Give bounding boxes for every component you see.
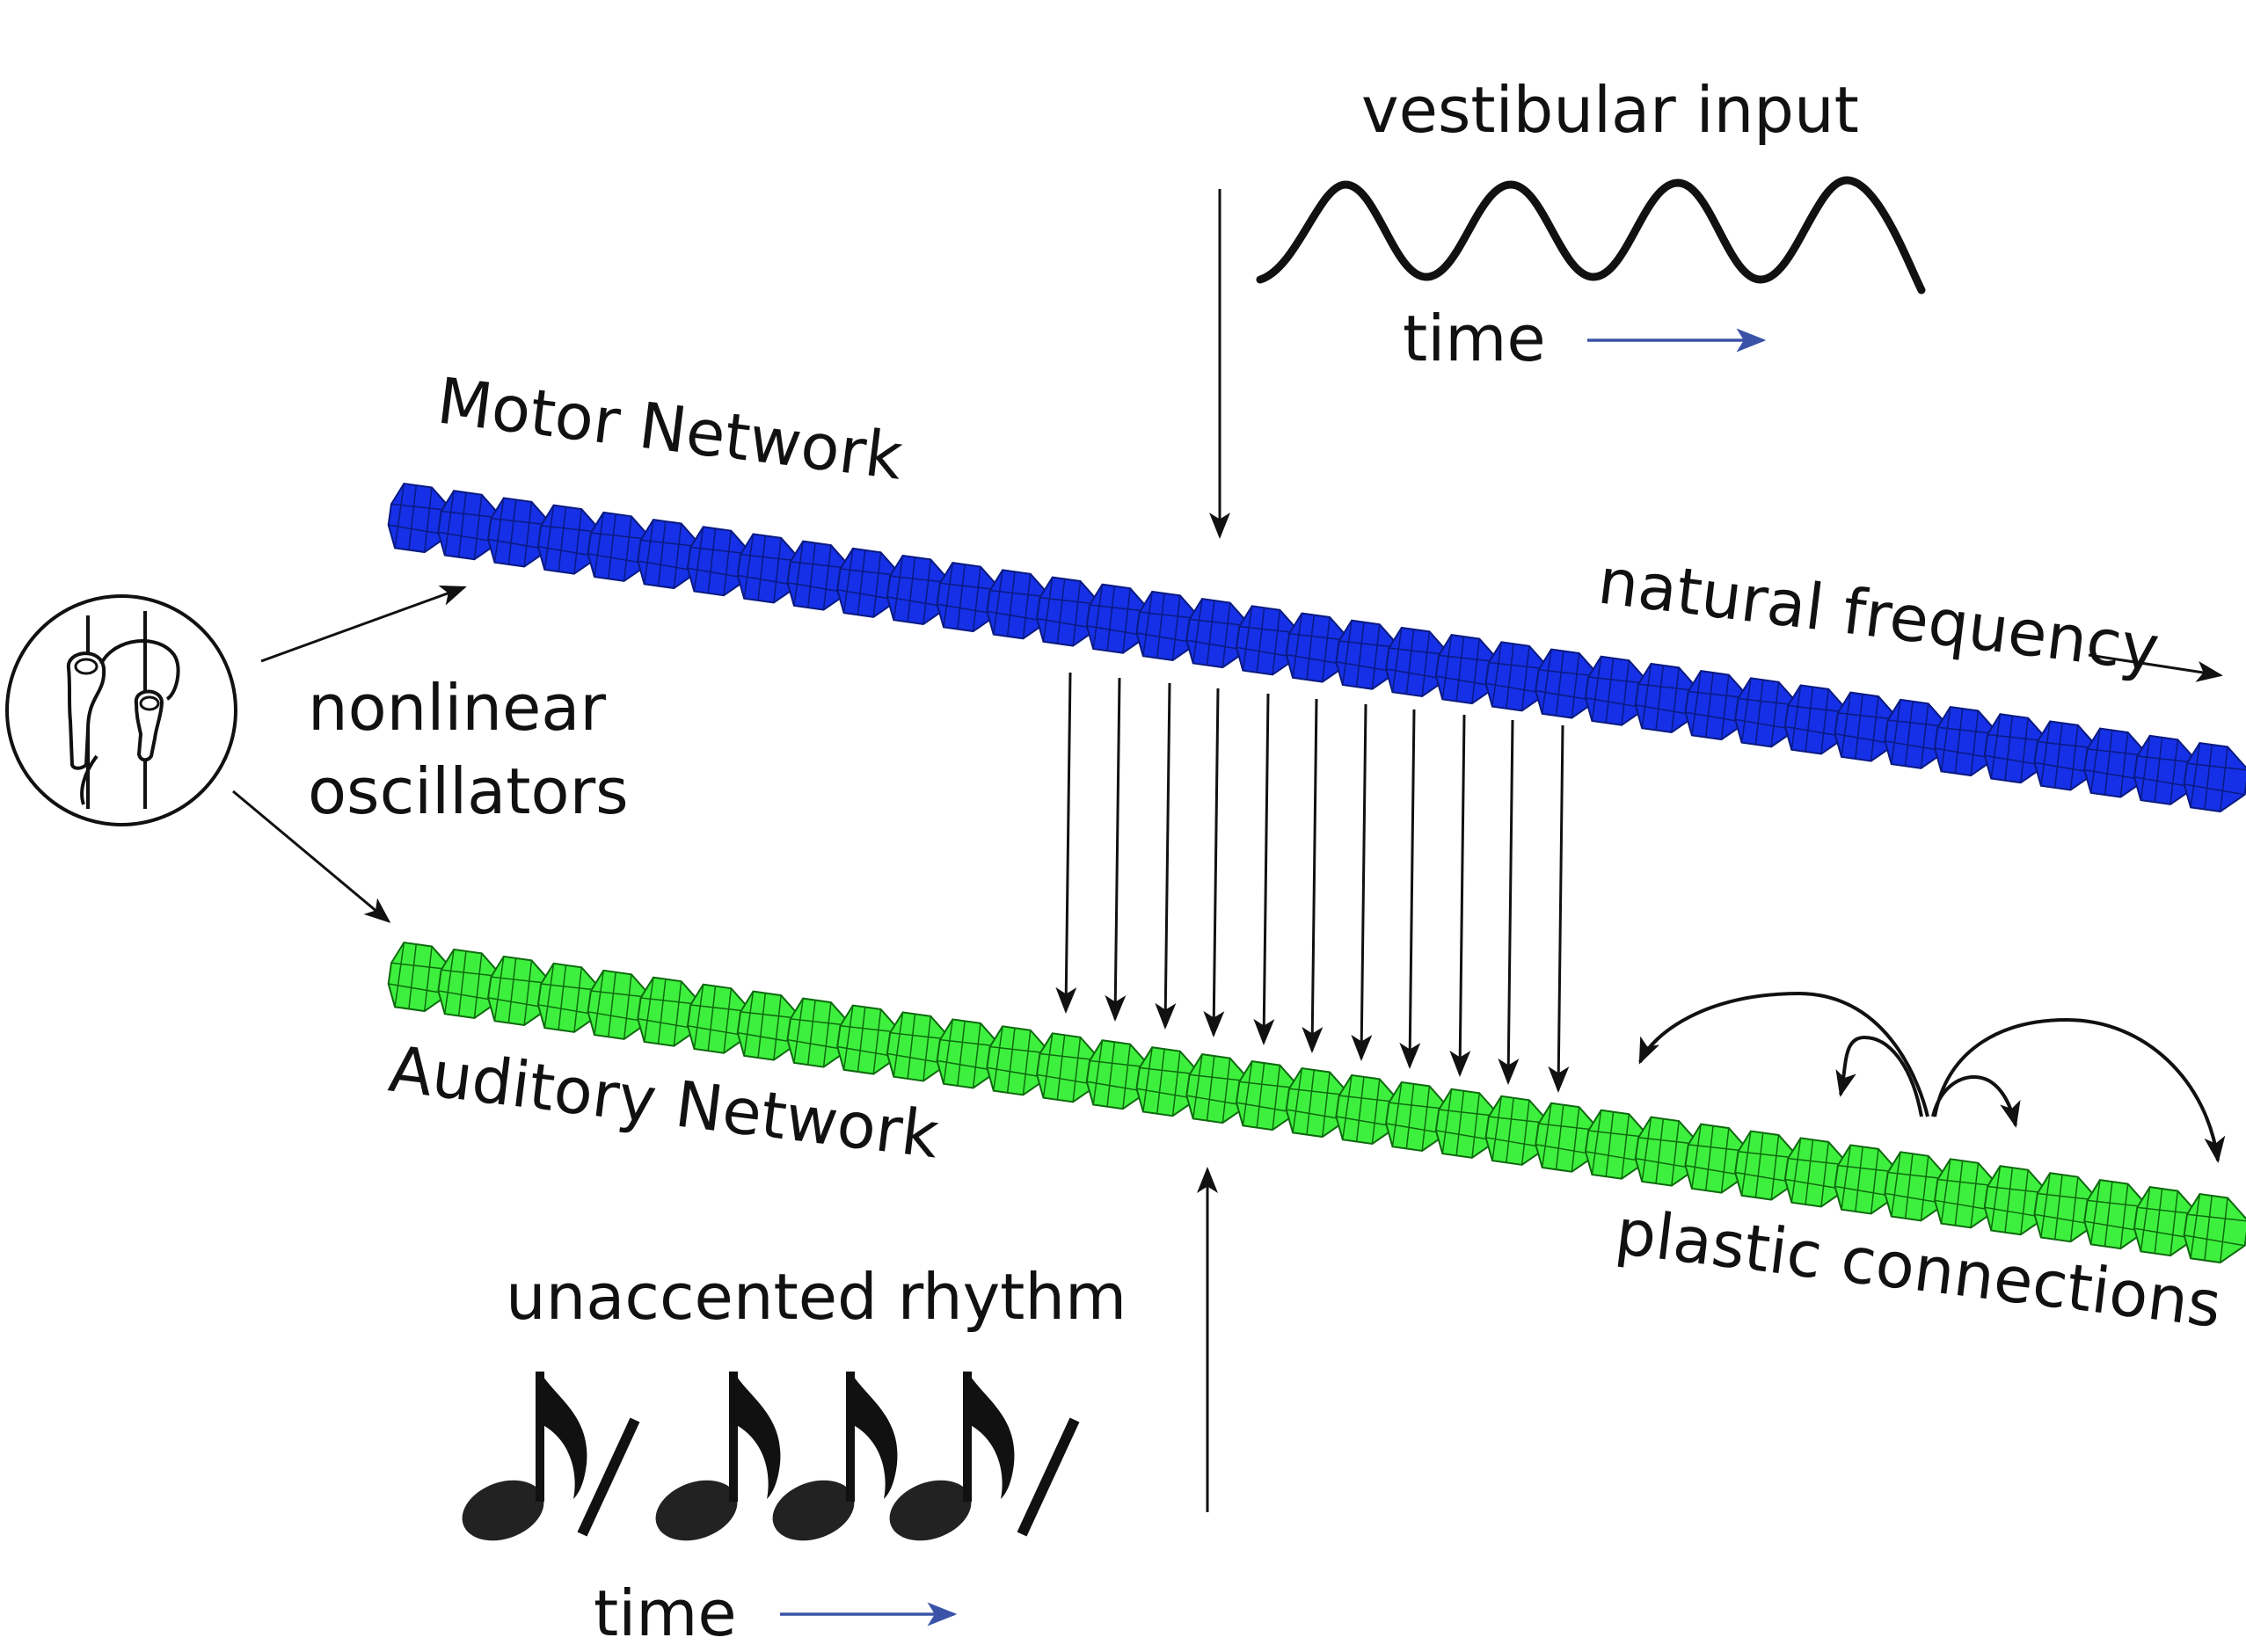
nonlinear-label: nonlinear [308, 671, 606, 745]
coupling-arrow [1498, 719, 1520, 1085]
coupling-arrow [1155, 682, 1177, 1030]
oscillator-bead [986, 1025, 1053, 1096]
eighth-note-icon [772, 1372, 898, 1541]
oscillator-bead [637, 518, 704, 590]
oscillator-bead [2083, 1179, 2150, 1250]
coupling-arrow [1203, 688, 1225, 1037]
unaccented-rhythm-label: unaccented rhythm [506, 1260, 1127, 1334]
coupling-arrow [1399, 709, 1421, 1069]
oscillators-label: oscillators [308, 754, 629, 828]
coupling-arrow [1449, 714, 1471, 1077]
coupling-arrow [1302, 698, 1324, 1053]
eighth-note-icon [655, 1372, 781, 1541]
coupling-arrow [1055, 672, 1077, 1014]
plastic-connection-arcs [1638, 991, 2226, 1163]
vestibular-input-label: vestibular input [1361, 73, 1859, 147]
time-label-bottom: time [594, 1576, 737, 1650]
vestibular-sine-wave [1256, 176, 1926, 295]
rest-slash-icon [577, 1417, 640, 1537]
coupling-arrow [1105, 677, 1127, 1022]
cochlea-hair-cell-icon [5, 594, 237, 826]
motor-network-label: Motor Network [434, 363, 907, 493]
eighth-note-icon [889, 1372, 1015, 1541]
rhythm-notation [462, 1372, 1080, 1541]
oscillator-bead [1783, 1137, 1850, 1208]
oscillator-bead [1185, 1053, 1252, 1124]
natural-frequency-arrow [2088, 653, 2223, 682]
oscillator-bead [1983, 713, 2050, 784]
eighth-note-icon [462, 1372, 587, 1541]
motor-network-chain [387, 482, 2246, 813]
auditory-network-chain [387, 941, 2246, 1264]
oscillator-bead [2183, 741, 2246, 813]
arrow-to-auditory [232, 790, 391, 923]
time-label-top: time [1403, 302, 1546, 375]
rest-slash-icon [1017, 1417, 1080, 1537]
oscillator-bead [536, 504, 603, 575]
coupling-arrow [1548, 724, 1570, 1093]
coupling-arrow [1351, 703, 1373, 1061]
oscillator-bead [736, 990, 803, 1061]
oscillator-bead [1484, 641, 1551, 712]
arrow-to-motor [260, 585, 467, 663]
oscillator-bead [1285, 1066, 1352, 1139]
motor-auditory-coupling-arrows [1055, 672, 1570, 1093]
natural-frequency-label: natural frequency [1594, 543, 2163, 686]
oscillator-bead [2183, 1192, 2246, 1264]
coupling-arrow [1253, 693, 1275, 1045]
oscillator-bead [2133, 1186, 2199, 1257]
